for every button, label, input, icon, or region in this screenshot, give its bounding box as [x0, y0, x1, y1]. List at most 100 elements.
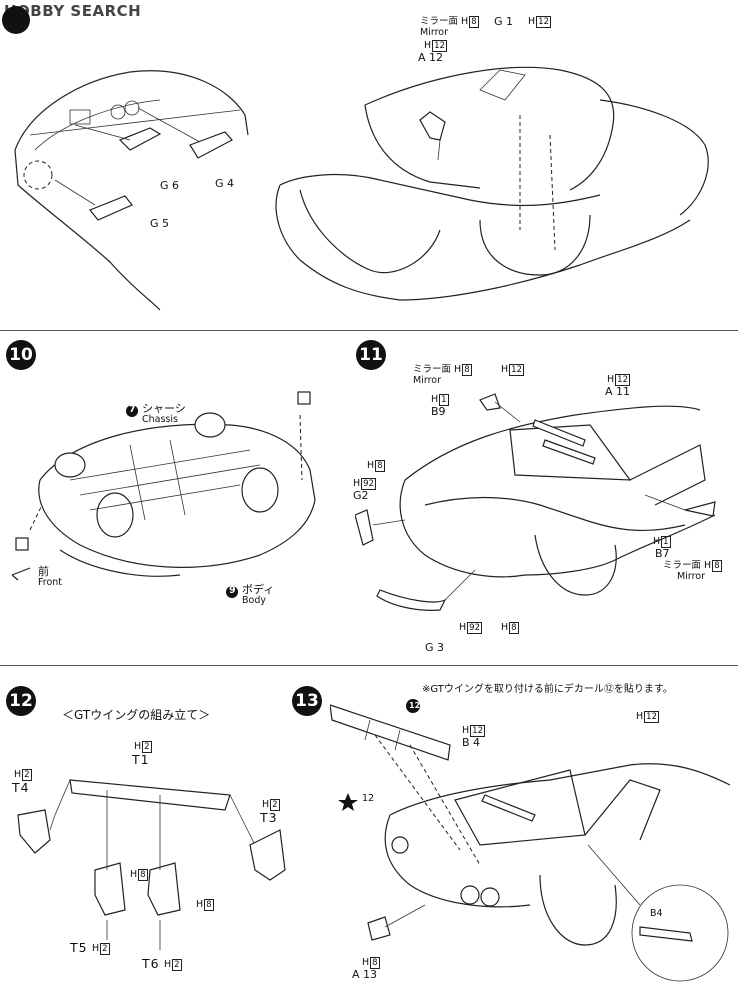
wiper-a11-top: [532, 419, 586, 447]
clip-icon-top: [297, 391, 311, 405]
p11-a11: A 11: [605, 385, 631, 398]
p9-g5-label: G 5: [150, 217, 170, 230]
p10-body-jp: ボディ: [242, 583, 275, 596]
body-shell-rear: [599, 99, 709, 216]
stay-t5: [94, 862, 126, 916]
car-roof: [389, 763, 731, 816]
p11-b7: B7: [655, 547, 670, 560]
step-9-circle: [2, 6, 30, 34]
part-g5: [89, 195, 133, 221]
p10-chassis-num-text: 7: [129, 404, 136, 415]
p12-t3: T3: [260, 810, 278, 825]
step-9-drawing: [2, 6, 709, 311]
stay-t6: [147, 862, 181, 916]
step-13-drawing: [330, 699, 731, 982]
p10-front-jp: 前: [38, 565, 49, 578]
p13-star-decal: 12: [362, 793, 375, 804]
rear-body-outline: [14, 70, 249, 151]
p10-chassis-en: Chassis: [142, 414, 178, 425]
front-wheel-arch: [299, 189, 441, 274]
p9-g4-label: G 4: [215, 177, 235, 190]
detail-inset-circle: [631, 884, 729, 982]
p11-g3: G 3: [425, 641, 445, 654]
p9-mirror-en: Mirror: [420, 27, 448, 38]
wheel-rear: [241, 467, 279, 513]
side-window: [629, 444, 706, 506]
p9-g1-label: G 1: [494, 15, 514, 28]
p12-t4: T4: [12, 780, 30, 795]
grille-g3: [376, 589, 447, 611]
p12-t6: T6: [142, 956, 160, 971]
step-10-panel: シャーシ Chassis ボディ Body 前 Front: [0, 330, 355, 665]
p10-front-en: Front: [38, 577, 63, 588]
mirror-b9: [479, 393, 501, 411]
step-10-badge: 10: [6, 340, 36, 370]
p13-b4: B 4: [462, 736, 481, 749]
p13-inset-b4: B4: [650, 908, 663, 919]
car-rear: [384, 814, 531, 908]
part-a12-mirror: [419, 111, 446, 141]
step-11-drawing: [355, 393, 716, 611]
wiper-a11-bottom: [542, 439, 596, 465]
endplate-t4: [17, 809, 51, 854]
car-roofline: [404, 405, 701, 481]
p12-t5: T5: [70, 940, 88, 955]
lamp-g2: [355, 509, 374, 546]
body-shell-top: [364, 66, 615, 191]
divider-2: [0, 665, 738, 666]
endplate-t3: [249, 829, 286, 881]
rear-window: [454, 769, 586, 846]
hobby-search-watermark: HOBBY SEARCH: [4, 2, 142, 20]
p12-title: ＜GTウイングの組み立て＞: [62, 708, 211, 722]
p13-note: ※GTウイングを取り付ける前にデカール⑫を貼ります。: [422, 684, 673, 695]
wheel-front: [96, 492, 134, 538]
wiper-b4: [481, 794, 536, 822]
step-12-badge: 12: [6, 686, 36, 716]
p9-a12-label: A 12: [418, 51, 444, 64]
clip-icon-bottom: [15, 537, 29, 551]
wing-t1: [69, 779, 231, 811]
part-g6: [118, 127, 162, 151]
p12-t1: T1: [132, 752, 150, 767]
front-arrow: [11, 567, 31, 581]
front-wheel: [534, 534, 617, 596]
rear-wheel: [539, 874, 617, 946]
mirror-b7: [684, 501, 716, 517]
gt-wing: [330, 704, 451, 761]
rear-wheel-arch: [479, 214, 591, 276]
step-13-badge: 13: [292, 686, 322, 716]
p11-b9: B9: [431, 405, 446, 418]
p9-g6-label: G 6: [160, 179, 180, 192]
p10-body-num-text: 9: [229, 585, 236, 596]
p10-chassis-jp: シャーシ: [142, 402, 186, 415]
part-a13: [367, 916, 391, 941]
rear-body-lower: [14, 149, 161, 311]
window-g1: [479, 69, 526, 101]
body-outline: [38, 479, 316, 568]
part-g4: [189, 131, 233, 159]
